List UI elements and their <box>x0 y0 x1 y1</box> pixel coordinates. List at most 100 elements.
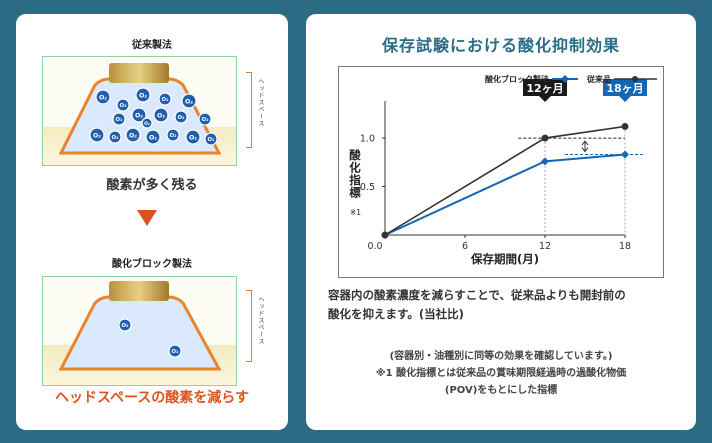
description: 容器内の酸素濃度を減らすことで、従来品よりも開封前の 酸化を抑えます。(当社比) <box>328 286 678 324</box>
o2-molecule-icon: O₂ <box>141 117 153 129</box>
series-point <box>621 150 629 159</box>
o2-molecule-icon: O₂ <box>118 318 132 332</box>
down-arrow-icon <box>137 210 157 226</box>
o2-text: O₂ <box>172 349 180 355</box>
arrow-head-down <box>581 147 589 153</box>
o2-text: O₂ <box>93 132 101 139</box>
month-badge: 18ヶ月 <box>603 79 647 102</box>
note-line-1: (容器別・油種別に同等の効果を確認しています。) <box>389 351 613 362</box>
o2-text: O₂ <box>185 98 193 105</box>
series-point <box>541 134 549 142</box>
o2-circle <box>116 98 130 112</box>
line-chart: 0.0 6 12 18 0.5 1.0 保存期間(月) 酸化指標 ※1 12ヶ月 18ヶ月 酸化ブロッ… <box>348 74 657 266</box>
o2-circle <box>174 110 188 124</box>
o2-circle <box>168 344 182 358</box>
x-tick-label: 12 <box>539 241 551 252</box>
bottle-shoulder <box>58 295 222 371</box>
arrow-head-up <box>581 140 589 146</box>
month-badge-pointer <box>619 96 631 102</box>
o2-molecule-icon: O₂ <box>174 110 188 124</box>
headspace-bracket-2 <box>246 290 252 362</box>
chart-title: 保存試験における酸化抑制効果 <box>381 36 620 55</box>
y-tick-label: 0.5 <box>360 182 375 193</box>
block-caption: ヘッドスペースの酸素を減らす <box>54 390 250 406</box>
notes: (容器別・油種別に同等の効果を確認しています。) ※1 酸化指標とは従来品の賞味… <box>306 348 696 399</box>
o2-molecule-icon: O₂ <box>198 112 212 126</box>
o2-molecule-icon: O₂ <box>112 112 126 126</box>
o2-text: O₂ <box>135 112 143 119</box>
o2-text: O₂ <box>99 94 107 101</box>
o2-molecule-icon: O₂ <box>204 132 218 146</box>
o2-molecule-icon: O₂ <box>153 107 169 123</box>
legend-label-block: 酸化ブロック製法 <box>485 74 549 84</box>
o2-text: O₂ <box>116 117 124 123</box>
o2-text: O₂ <box>170 133 178 139</box>
o2-text: O₂ <box>162 97 170 103</box>
o2-molecule-icon: O₂ <box>95 89 111 105</box>
o2-text: O₂ <box>122 323 130 329</box>
o2-text: O₂ <box>129 132 137 139</box>
o2-molecule-icon: O₂ <box>131 107 147 123</box>
month-badge-box <box>603 79 647 96</box>
series-line-block-method <box>384 153 626 236</box>
month-badge-label: 18ヶ月 <box>606 82 643 95</box>
o2-circle <box>89 127 105 143</box>
x-tick-label: 0.0 <box>367 241 382 252</box>
o2-text: O₂ <box>144 121 150 127</box>
o2-text: O₂ <box>120 103 128 109</box>
o2-circle <box>185 129 201 145</box>
headspace-bracket <box>246 72 252 148</box>
o2-text: O₂ <box>208 137 216 143</box>
o2-molecule-icon: O₂ <box>185 129 201 145</box>
o2-circle <box>153 107 169 123</box>
series-point <box>541 157 549 166</box>
o2-circle <box>198 112 212 126</box>
o2-circle <box>166 128 180 142</box>
o2-text: O₂ <box>157 112 165 119</box>
o2-text: O₂ <box>149 134 157 141</box>
o2-circle <box>181 93 197 109</box>
o2-text: O₂ <box>189 134 197 141</box>
month-badge-pointer <box>539 96 551 102</box>
y-axis-note: ※1 <box>350 208 361 217</box>
o2-molecule-icon: O₂ <box>158 92 172 106</box>
y-tick-label: 1.0 <box>360 134 375 145</box>
o2-circle <box>118 318 132 332</box>
y-axis-label: 酸化指標 <box>348 148 362 199</box>
block-bottle-svg: O₂ O₂ <box>43 281 236 385</box>
x-axis-label: 保存期間(月) <box>470 252 539 266</box>
note-line-2: ※1 酸化指標とは従来品の賞味期限経過時の過酸化物価 <box>375 368 627 379</box>
o2-circle <box>135 87 151 103</box>
headspace-label-2: ヘッドスペース <box>257 296 264 345</box>
o2-circle <box>158 92 172 106</box>
legend-marker-conventional <box>632 76 638 82</box>
bottle-neck <box>109 63 169 83</box>
o2-text: O₂ <box>178 115 186 121</box>
o2-circle <box>95 89 111 105</box>
o2-molecule-icon: O₂ <box>89 127 105 143</box>
o2-circle <box>204 132 218 146</box>
o2-circle <box>131 107 147 123</box>
o2-circle <box>145 129 161 145</box>
right-panel: 保存試験における酸化抑制効果 0.0 6 12 18 0.5 1.0 保存期間(月) 酸化指標… <box>306 14 696 430</box>
o2-circle <box>125 127 141 143</box>
o2-circle <box>141 117 153 129</box>
x-tick-label: 18 <box>619 241 631 252</box>
o2-molecule-icon: O₂ <box>108 130 122 144</box>
o2-molecule-icon: O₂ <box>125 127 141 143</box>
o2-molecule-icon: O₂ <box>135 87 151 103</box>
month-badge-label: 12ヶ月 <box>526 82 563 95</box>
description-line-2: 酸化を抑えます。(当社比) <box>328 307 464 321</box>
o2-circle <box>108 130 122 144</box>
description-line-1: 容器内の酸素濃度を減らすことで、従来品よりも開封前の <box>328 288 626 302</box>
block-bottle-illustration: O₂ O₂ <box>42 276 237 386</box>
chart-box: 0.0 6 12 18 0.5 1.0 保存期間(月) 酸化指標 ※1 12ヶ月 18ヶ月 酸化ブロッ… <box>338 66 664 278</box>
month-badge-box <box>523 79 567 96</box>
o2-text: O₂ <box>112 135 120 141</box>
o2-molecule-icon: O₂ <box>116 98 130 112</box>
x-tick-label: 6 <box>462 241 468 252</box>
